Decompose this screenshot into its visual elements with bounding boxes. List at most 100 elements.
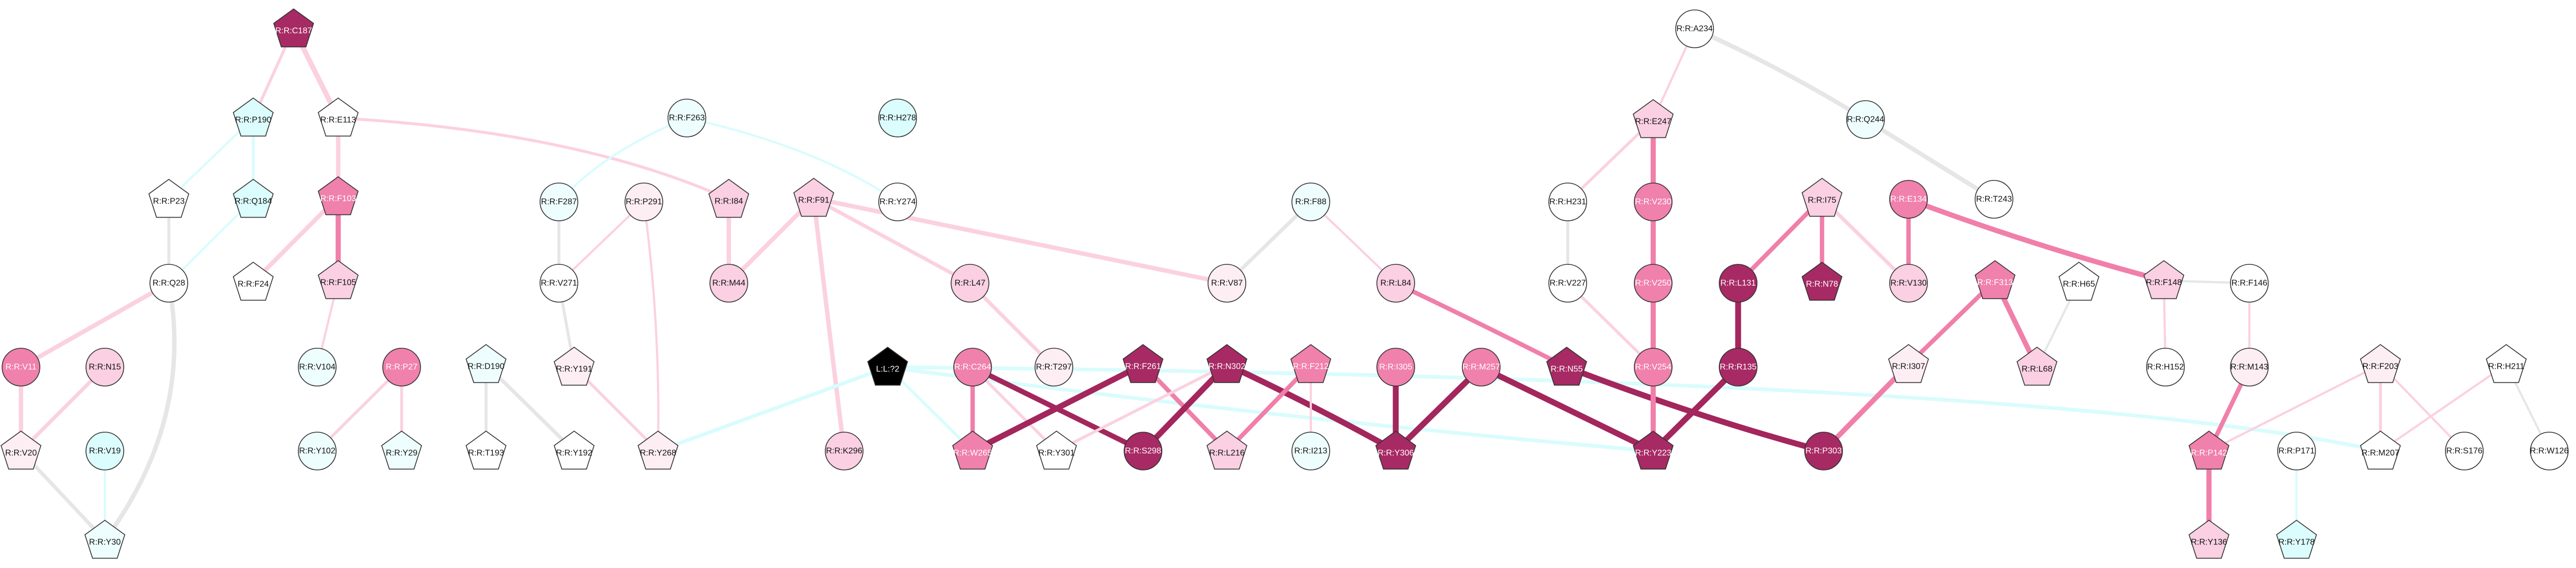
node-shape-circle xyxy=(667,99,706,137)
node-shape-circle xyxy=(878,99,917,137)
edge-r-r-e247-to-r-r-h231 xyxy=(1566,118,1655,203)
node-shape-pentagon xyxy=(2276,520,2317,559)
node-label: R:R:F91 xyxy=(798,196,829,205)
node-r-r-h278: R:R:H278 xyxy=(878,99,917,137)
node-shape-circle xyxy=(825,432,864,470)
node-shape-pentagon xyxy=(1036,431,1077,470)
node-r-r-p23: R:R:P23 xyxy=(148,179,189,218)
node-shape-circle xyxy=(1548,264,1587,303)
node-label: R:R:F24 xyxy=(238,280,269,289)
edge-r-r-f88-to-r-r-l84 xyxy=(1309,200,1397,285)
edge-r-r-m257-to-r-r-y306 xyxy=(1393,364,1484,454)
node-r-r-f203: R:R:F203 xyxy=(2360,344,2401,383)
node-r-r-p291: R:R:P291 xyxy=(624,183,663,221)
node-r-r-v20: R:R:V20 xyxy=(1,431,41,470)
edge-r-r-e134-to-r-r-f148 xyxy=(1906,197,2167,283)
node-label: R:R:P142 xyxy=(2191,449,2227,458)
node-r-r-m257: R:R:M257 xyxy=(1462,348,1501,387)
node-shape-circle xyxy=(298,348,337,387)
node-label: R:R:I307 xyxy=(1892,362,1925,371)
node-label: R:R:V227 xyxy=(1549,279,1586,288)
node-r-r-w126: R:R:W126 xyxy=(2530,432,2569,470)
edge-r-r-f203-to-r-r-s176 xyxy=(2379,363,2466,453)
node-label: L:L:?2 xyxy=(876,365,900,374)
node-label: R:R:P23 xyxy=(153,197,185,206)
node-label: R:R:Q28 xyxy=(153,279,185,288)
node-shape-pentagon xyxy=(273,8,314,48)
node-r-r-w265: R:R:W265 xyxy=(952,431,993,470)
node-label: R:R:V230 xyxy=(1635,198,1671,207)
node-r-r-l84: R:R:L84 xyxy=(1376,264,1415,303)
node-shape-pentagon xyxy=(638,431,678,470)
edge-r-r-f212-to-r-r-l216 xyxy=(1224,362,1313,454)
node-label: R:R:R135 xyxy=(1720,363,1756,372)
node-shape-pentagon xyxy=(148,179,189,218)
node-r-r-f212: R:R:F212 xyxy=(1290,344,1331,383)
node-label: R:R:F212 xyxy=(1293,362,1329,371)
node-r-r-y306: R:R:Y306 xyxy=(1375,431,1416,470)
node-shape-circle xyxy=(1376,348,1415,387)
node-shape-pentagon xyxy=(84,520,125,559)
node-shape-pentagon xyxy=(1888,344,1929,383)
node-shape-circle xyxy=(709,264,748,303)
node-label: R:R:H231 xyxy=(1549,198,1586,207)
node-shape-circle xyxy=(2530,432,2569,470)
edge-r-r-f91-to-r-r-m44 xyxy=(726,196,816,286)
node-label: R:R:K296 xyxy=(826,447,862,456)
edge-r-r-v227-to-r-r-v254 xyxy=(1566,282,1655,369)
edge-l-l-2-to-r-r-w265 xyxy=(886,366,974,453)
node-shape-circle xyxy=(85,348,124,387)
node-shape-circle xyxy=(953,348,992,387)
node-shape-circle xyxy=(951,264,989,303)
node-shape-circle xyxy=(1034,348,1073,387)
node-shape-pentagon xyxy=(2360,431,2401,470)
edge-r-r-p291-to-r-r-v271 xyxy=(557,200,645,285)
node-shape-pentagon xyxy=(2058,262,2099,301)
node-r-r-v87: R:R:V87 xyxy=(1208,264,1246,303)
node-r-r-l131: R:R:L131 xyxy=(1719,264,1758,303)
node-label: R:R:E134 xyxy=(1890,195,1926,204)
edge-r-r-f91-to-r-r-l47 xyxy=(812,196,972,285)
node-shape-pentagon xyxy=(2017,347,2057,386)
node-shape-pentagon xyxy=(2360,344,2401,383)
node-r-r-f287: R:R:F287 xyxy=(540,183,578,221)
node-r-r-e113: R:R:E113 xyxy=(318,98,359,137)
node-label: R:R:I75 xyxy=(1808,196,1836,205)
node-shape-pentagon xyxy=(2486,344,2527,383)
edge-r-r-f103-to-r-r-f24 xyxy=(251,194,341,285)
node-shape-circle xyxy=(1462,348,1501,387)
node-shape-pentagon xyxy=(1,431,41,470)
node-r-r-v271: R:R:V271 xyxy=(540,264,578,303)
node-r-r-y301: R:R:Y301 xyxy=(1036,431,1077,470)
node-label: R:R:C264 xyxy=(954,363,991,372)
edge-r-r-n55-to-r-r-p303 xyxy=(1564,364,1827,454)
node-label: R:R:L84 xyxy=(1381,279,1411,288)
node-label: R:R:Y30 xyxy=(89,538,121,547)
node-shape-circle xyxy=(149,264,188,303)
node-shape-circle xyxy=(1124,432,1162,470)
edge-l-l-2-to-r-r-y268 xyxy=(656,365,890,453)
edge-r-r-h211-to-r-r-m207 xyxy=(2379,363,2508,453)
edge-r-r-a234-to-r-r-q244 xyxy=(1692,26,1868,122)
node-label: R:R:F88 xyxy=(1295,198,1327,207)
node-label: R:R:V87 xyxy=(1211,279,1243,288)
node-label: R:R:E113 xyxy=(320,116,356,125)
node-r-r-c187: R:R:C187 xyxy=(273,8,314,48)
node-shape-circle xyxy=(878,183,917,221)
node-label: R:R:Y136 xyxy=(2191,538,2227,547)
node-label: R:R:Y178 xyxy=(2278,538,2314,547)
node-r-r-s176: R:R:S176 xyxy=(2445,432,2484,470)
node-r-r-a234: R:R:A234 xyxy=(1675,9,1714,48)
node-shape-pentagon xyxy=(1975,260,2015,299)
node-label: R:R:Y223 xyxy=(1635,449,1671,458)
node-shape-circle xyxy=(540,183,578,221)
node-label: R:R:I305 xyxy=(1379,363,1412,372)
node-r-r-i307: R:R:I307 xyxy=(1888,344,1929,383)
edge-r-r-q28-to-r-r-v11 xyxy=(18,281,171,370)
node-shape-pentagon xyxy=(466,344,506,383)
node-r-r-n78: R:R:N78 xyxy=(1802,262,1842,301)
node-label: R:R:F287 xyxy=(541,198,577,207)
node-r-r-i84: R:R:I84 xyxy=(708,179,749,218)
